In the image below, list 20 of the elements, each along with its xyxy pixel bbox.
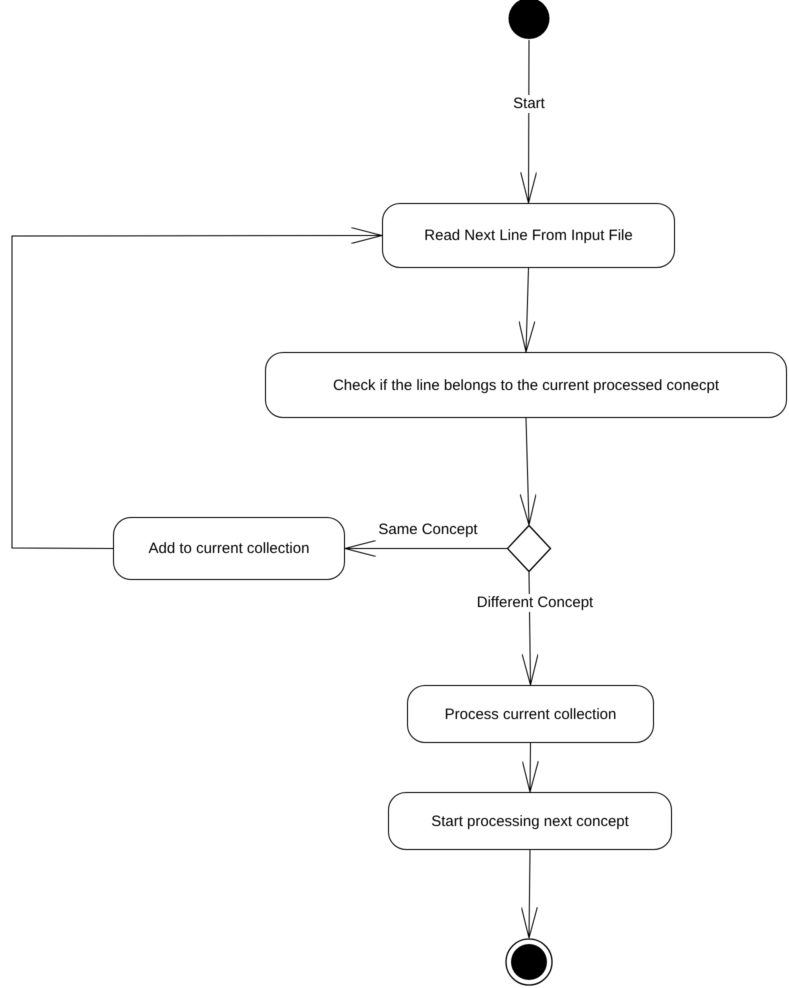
activity-box <box>388 792 672 850</box>
arrow <box>520 418 537 526</box>
activity-text: Read Next Line From Input File <box>424 227 633 244</box>
arrow <box>12 227 382 549</box>
arrow <box>520 850 538 938</box>
activity-text: Process current collection <box>444 706 616 722</box>
activity-text: Add to current collection <box>148 540 310 557</box>
arrow <box>518 268 536 352</box>
edge-label: Start <box>512 95 546 113</box>
arrow <box>344 540 508 557</box>
activity-box <box>265 352 787 418</box>
activity-text: Check if the line belongs to the current processed conecpt <box>332 376 720 394</box>
arrow <box>520 40 538 204</box>
activity-box <box>113 517 345 580</box>
activity-text: Start processing next concept <box>431 812 629 830</box>
arrow <box>522 742 539 792</box>
edge-label: Different Concept <box>476 594 594 612</box>
activity-box <box>407 685 654 743</box>
activity-box <box>382 203 675 268</box>
edge-label: Same Concept <box>377 521 479 539</box>
